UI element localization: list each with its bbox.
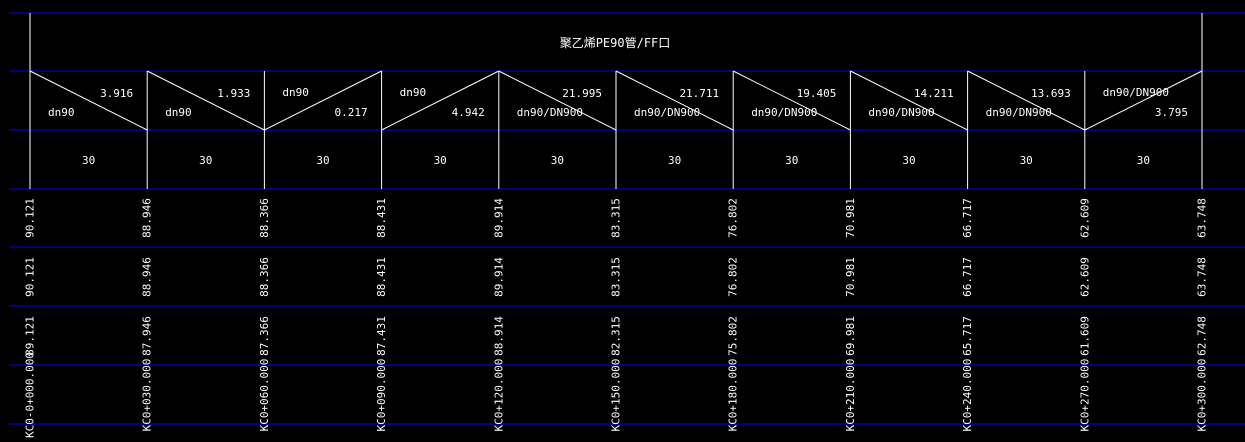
station-chainage-label: KC0+060.000 bbox=[258, 359, 271, 432]
slope-line bbox=[264, 70, 382, 131]
segment-length-label: 30 bbox=[434, 154, 447, 167]
segment-pipe-label: dn90/DN900 bbox=[751, 106, 817, 119]
station-elevation-row3-label: 65.717 bbox=[961, 316, 974, 356]
segment-pipe-label: dn90 bbox=[400, 86, 427, 99]
segment-slope-label: 14.211 bbox=[914, 87, 954, 100]
segment-pipe-label: dn90/DN900 bbox=[1103, 86, 1169, 99]
station-elevation-row3-label: 62.748 bbox=[1196, 316, 1209, 356]
station-elevation-row1-label: 70.981 bbox=[844, 198, 857, 238]
station-elevation-row1-label: 88.431 bbox=[375, 198, 388, 238]
segment-pipe-label: dn90 bbox=[165, 106, 192, 119]
station-elevation-row1-label: 66.717 bbox=[961, 198, 974, 238]
segment-slope-label: 19.405 bbox=[797, 87, 837, 100]
segment-slope-label: 3.916 bbox=[100, 87, 133, 100]
station-elevation-row1-label: 62.609 bbox=[1078, 198, 1091, 238]
station-elevation-row2-label: 88.366 bbox=[258, 257, 271, 297]
station-elevation-row2-label: 88.946 bbox=[141, 257, 154, 297]
station-elevation-row3-label: 75.802 bbox=[727, 316, 740, 356]
station-chainage-label: KC0-0+000.000 bbox=[24, 352, 37, 438]
slope-line bbox=[498, 70, 617, 131]
station-elevation-row1-label: 83.315 bbox=[610, 198, 623, 238]
station-elevation-row3-label: 87.946 bbox=[141, 316, 154, 356]
segment-annotations: 3.916 dn90 30 1.933 dn90 30 0.217 dn90 30 4.942 dn… bbox=[48, 86, 1188, 167]
segment-length-label: 30 bbox=[785, 154, 798, 167]
slope-line bbox=[29, 70, 148, 131]
slope-line bbox=[615, 70, 734, 131]
station-elevation-row1-label: 90.121 bbox=[24, 198, 37, 238]
segment-length-label: 30 bbox=[902, 154, 915, 167]
segment-pipe-label: dn90 bbox=[282, 86, 309, 99]
segment-pipe-label: dn90/DN900 bbox=[517, 106, 583, 119]
station-elevation-row1-label: 63.748 bbox=[1196, 198, 1209, 238]
segment-length-label: 30 bbox=[551, 154, 564, 167]
station-elevation-row3-label: 89.121 bbox=[24, 316, 37, 356]
segment-slope-label: 0.217 bbox=[334, 106, 367, 119]
segment-length-label: 30 bbox=[1137, 154, 1150, 167]
station-chainage-label: KC0+180.000 bbox=[727, 359, 740, 432]
station-elevation-row3-label: 61.609 bbox=[1078, 316, 1091, 356]
station-chainage-label: KC0+150.000 bbox=[610, 359, 623, 432]
segment-pipe-label: dn90/DN900 bbox=[634, 106, 700, 119]
station-chainage-label: KC0+210.000 bbox=[844, 359, 857, 432]
segment-slope-label: 21.995 bbox=[562, 87, 602, 100]
slope-line bbox=[1084, 70, 1203, 131]
frame-lines bbox=[9, 12, 1245, 425]
station-elevation-row3-label: 87.431 bbox=[375, 316, 388, 356]
station-elevation-row2-label: 62.609 bbox=[1078, 257, 1091, 297]
station-elevation-row1-label: 88.946 bbox=[141, 198, 154, 238]
station-elevation-row3-label: 87.366 bbox=[258, 316, 271, 356]
slope-line bbox=[967, 70, 1086, 131]
station-elevation-row2-label: 63.748 bbox=[1196, 257, 1209, 297]
station-chainage-label: KC0+240.000 bbox=[961, 359, 974, 432]
segment-slope-label: 1.933 bbox=[217, 87, 250, 100]
segment-slope-label: 13.693 bbox=[1031, 87, 1071, 100]
segment-slope-label: 21.711 bbox=[679, 87, 719, 100]
slope-line bbox=[381, 70, 500, 131]
segment-length-label: 30 bbox=[82, 154, 95, 167]
station-elevation-row3-label: 69.981 bbox=[844, 316, 857, 356]
station-elevation-row1-label: 89.914 bbox=[492, 198, 505, 238]
segment-length-label: 30 bbox=[668, 154, 681, 167]
slope-line bbox=[732, 70, 851, 131]
station-chainage-label: KC0+030.000 bbox=[141, 359, 154, 432]
station-elevation-row2-label: 70.981 bbox=[844, 257, 857, 297]
station-elevation-row2-label: 76.802 bbox=[727, 257, 740, 297]
slope-line bbox=[850, 70, 968, 131]
station-elevation-row1-label: 76.802 bbox=[727, 198, 740, 238]
station-chainage-label: KC0+300.000 bbox=[1196, 359, 1209, 432]
station-chainage-label: KC0+120.000 bbox=[492, 359, 505, 432]
station-elevation-row2-label: 88.431 bbox=[375, 257, 388, 297]
station-chainage-label: KC0+270.000 bbox=[1078, 359, 1091, 432]
slope-line bbox=[146, 70, 265, 131]
station-chainage-label: KC0+090.000 bbox=[375, 359, 388, 432]
segment-length-label: 30 bbox=[316, 154, 329, 167]
station-elevation-row2-label: 66.717 bbox=[961, 257, 974, 297]
segment-slope-label: 3.795 bbox=[1155, 106, 1188, 119]
station-elevation-row3-label: 82.315 bbox=[610, 316, 623, 356]
station-elevation-row1-label: 88.366 bbox=[258, 198, 271, 238]
station-elevation-row2-label: 89.914 bbox=[492, 257, 505, 297]
drawing-lines bbox=[29, 13, 1203, 189]
station-elevation-row3-label: 88.914 bbox=[492, 316, 505, 356]
segment-pipe-label: dn90/DN900 bbox=[868, 106, 934, 119]
segment-slope-label: 4.942 bbox=[452, 106, 485, 119]
segment-pipe-label: dn90/DN900 bbox=[986, 106, 1052, 119]
station-elevation-row2-label: 83.315 bbox=[610, 257, 623, 297]
segment-length-label: 30 bbox=[199, 154, 212, 167]
pipe-material-title: 聚乙烯PE90管/FF口 bbox=[560, 35, 671, 50]
segment-pipe-label: dn90 bbox=[48, 106, 75, 119]
station-elevation-row2-label: 90.121 bbox=[24, 257, 37, 297]
segment-length-label: 30 bbox=[1020, 154, 1033, 167]
